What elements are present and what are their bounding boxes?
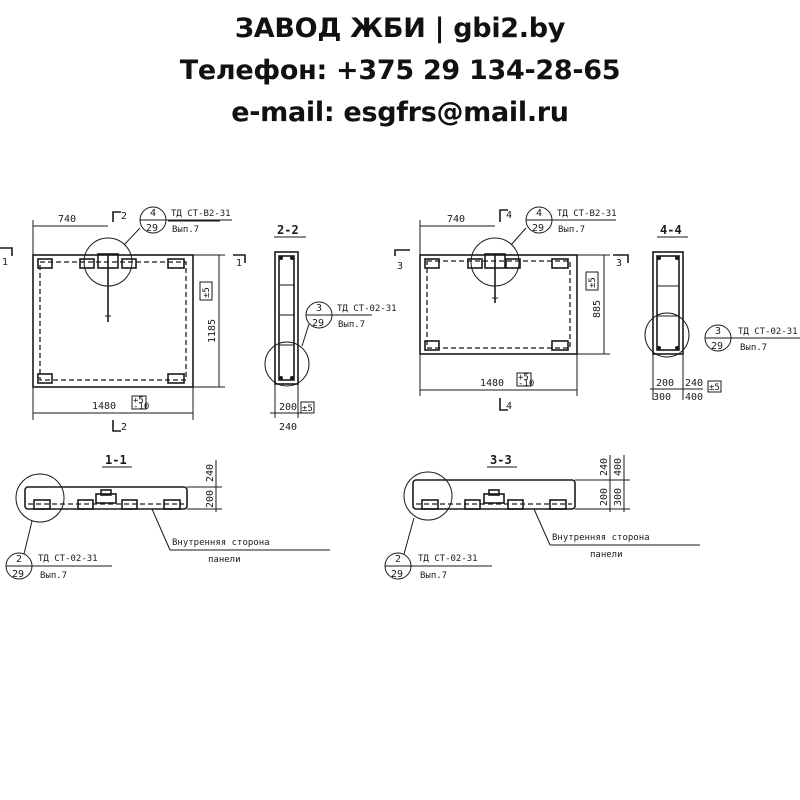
svg-text:200: 200 xyxy=(656,378,674,389)
svg-text:4: 4 xyxy=(506,401,512,412)
svg-text:29: 29 xyxy=(711,341,723,352)
svg-text:Вып.7: Вып.7 xyxy=(740,343,767,353)
svg-text:1-1: 1-1 xyxy=(105,453,127,467)
callout-3b: 3 29 ТД СТ-02-31 Вып.7 xyxy=(704,324,800,353)
svg-text:2: 2 xyxy=(16,554,22,565)
embed-plate xyxy=(37,258,53,269)
company-title: ЗАВОД ЖБИ | gbi2.by xyxy=(234,13,566,44)
detail-circle xyxy=(644,312,690,358)
section-1-1: 1-1 2 29 ТД СТ-02-31 Вып.7 240 200 Внутр… xyxy=(5,453,330,581)
svg-text:ТД СТ-02-31: ТД СТ-02-31 xyxy=(418,554,478,564)
embed-plate xyxy=(167,373,185,384)
svg-text:+5: +5 xyxy=(133,396,144,406)
embed-plate xyxy=(79,258,95,269)
svg-text:200: 200 xyxy=(205,490,216,508)
svg-text:±5: ±5 xyxy=(709,383,720,393)
svg-text:2-2: 2-2 xyxy=(277,223,299,237)
svg-text:300: 300 xyxy=(653,392,671,403)
svg-text:ТД СТ-02-31: ТД СТ-02-31 xyxy=(337,304,397,314)
panel-a-outline xyxy=(32,254,194,388)
svg-text:4-4: 4-4 xyxy=(660,223,682,237)
svg-text:4: 4 xyxy=(536,208,542,219)
svg-text:Вып.7: Вып.7 xyxy=(172,225,199,235)
svg-text:-10: -10 xyxy=(518,379,534,389)
panel-a-plan: 4 29 ТД СТ-В2-31 Вып.7 740 2 2 1 1 1480 … xyxy=(0,206,246,433)
panel-b-reinforcement xyxy=(426,260,571,349)
svg-text:2: 2 xyxy=(121,422,127,433)
phone-line: Телефон: +375 29 134-28-65 xyxy=(179,55,621,86)
svg-text:Вып.7: Вып.7 xyxy=(558,225,585,235)
svg-text:300: 300 xyxy=(613,488,624,506)
svg-text:400: 400 xyxy=(613,458,624,476)
svg-text:240: 240 xyxy=(685,378,703,389)
svg-text:3-3: 3-3 xyxy=(490,453,512,467)
svg-text:Вып.7: Вып.7 xyxy=(40,571,67,581)
svg-text:Внутренняя сторона: Внутренняя сторона xyxy=(552,533,650,543)
detail-circle xyxy=(83,237,133,287)
detail-circle xyxy=(15,473,65,523)
svg-text:240: 240 xyxy=(279,422,297,433)
svg-text:±5: ±5 xyxy=(302,404,313,414)
embed-plate xyxy=(37,373,53,384)
svg-text:Вып.7: Вып.7 xyxy=(420,571,447,581)
svg-text:2: 2 xyxy=(121,211,127,222)
contact-header: ЗАВОД ЖБИ | gbi2.by Телефон: +375 29 134… xyxy=(0,8,800,134)
svg-text:панели: панели xyxy=(590,550,623,560)
svg-text:4: 4 xyxy=(506,210,512,221)
svg-text:3: 3 xyxy=(616,258,622,269)
svg-text:29: 29 xyxy=(391,569,403,580)
svg-text:панели: панели xyxy=(208,555,241,565)
section-3-3: 3-3 2 29 ТД СТ-02-31 Вып.7 240 400 200 3… xyxy=(384,453,700,581)
svg-text:Вып.7: Вып.7 xyxy=(338,320,365,330)
detail-circle xyxy=(470,237,520,287)
svg-text:29: 29 xyxy=(532,223,544,234)
svg-text:29: 29 xyxy=(12,569,24,580)
svg-text:29: 29 xyxy=(146,223,158,234)
email-line: e-mail: esgfrs@mail.ru xyxy=(231,97,569,128)
svg-text:740: 740 xyxy=(447,214,465,225)
svg-text:885: 885 xyxy=(592,300,603,318)
svg-text:240: 240 xyxy=(599,458,610,476)
svg-text:-10: -10 xyxy=(133,402,149,412)
callout-4b: 4 29 ТД СТ-В2-31 Вып.7 xyxy=(525,206,617,235)
svg-text:29: 29 xyxy=(312,318,324,329)
svg-text:1480: 1480 xyxy=(92,401,116,412)
svg-text:2: 2 xyxy=(395,554,401,565)
svg-text:200: 200 xyxy=(279,402,297,413)
panel-b-outline xyxy=(419,254,578,355)
svg-text:ТД СТ-02-31: ТД СТ-02-31 xyxy=(38,554,98,564)
svg-text:ТД СТ-В2-31: ТД СТ-В2-31 xyxy=(557,209,617,219)
callout-3: 3 29 ТД СТ-02-31 Вып.7 xyxy=(301,301,397,347)
detail-circle xyxy=(264,341,310,387)
svg-text:400: 400 xyxy=(685,392,703,403)
panel-a-reinforcement xyxy=(39,261,187,381)
svg-text:1: 1 xyxy=(2,257,8,268)
svg-text:3: 3 xyxy=(316,303,322,314)
callout-2: 2 29 ТД СТ-02-31 Вып.7 xyxy=(5,520,112,581)
svg-text:740: 740 xyxy=(58,214,76,225)
section-4-4: 4-4 3 29 ТД СТ-02-31 Вып.7 200 240 300 4… xyxy=(644,223,800,403)
svg-text:±5: ±5 xyxy=(588,277,598,288)
svg-text:±5: ±5 xyxy=(202,287,212,298)
detail-circle xyxy=(403,471,453,521)
svg-text:3: 3 xyxy=(397,261,403,272)
svg-text:1: 1 xyxy=(236,258,242,269)
callout-4: 4 29 ТД СТ-В2-31 Вып.7 xyxy=(139,206,232,235)
panel-b-plan: 4 29 ТД СТ-В2-31 Вып.7 740 4 4 3 3 1480 … xyxy=(394,206,629,412)
embed-plate xyxy=(167,258,185,269)
svg-text:ТД СТ-В2-31: ТД СТ-В2-31 xyxy=(171,209,231,219)
svg-text:Внутренняя сторона: Внутренняя сторона xyxy=(172,538,270,548)
callout-2b: 2 29 ТД СТ-02-31 Вып.7 xyxy=(384,517,492,581)
svg-text:200: 200 xyxy=(599,488,610,506)
svg-text:4: 4 xyxy=(150,208,156,219)
embed-plate xyxy=(121,258,137,269)
svg-text:1185: 1185 xyxy=(207,319,218,343)
svg-text:+5: +5 xyxy=(518,373,529,383)
svg-text:240: 240 xyxy=(205,464,216,482)
svg-text:1480: 1480 xyxy=(480,378,504,389)
section-2-2: 2-2 3 29 ТД СТ-02-31 Вып.7 200 ±5 240 xyxy=(264,223,397,433)
svg-text:3: 3 xyxy=(715,326,721,337)
svg-text:ТД СТ-02-31: ТД СТ-02-31 xyxy=(738,327,798,337)
